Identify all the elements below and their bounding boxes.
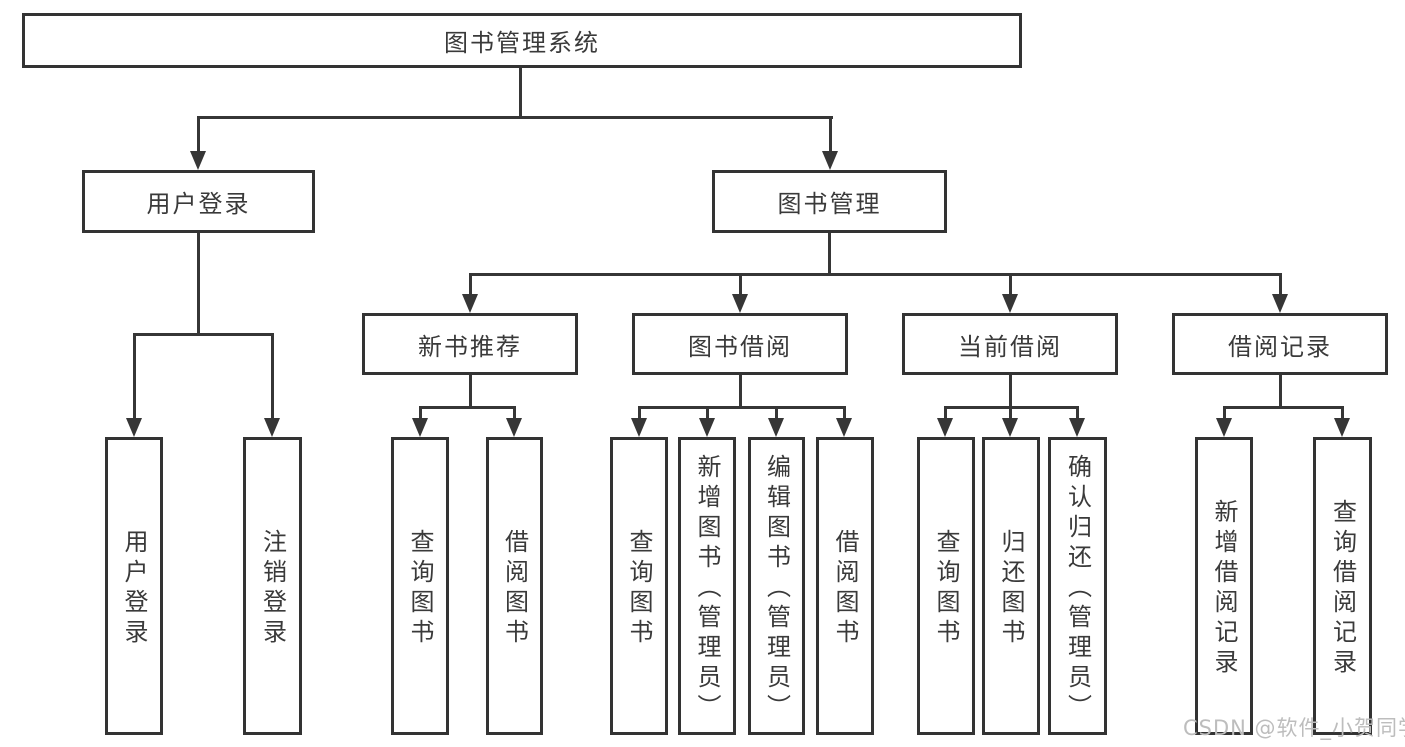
connector-arrowhead	[412, 418, 428, 437]
connector-line	[469, 273, 1282, 276]
connector-arrowhead	[768, 418, 784, 437]
leaf-user-login: 用户登录	[105, 437, 163, 735]
leaf-borrow-books-2: 借阅图书	[816, 437, 874, 735]
connector-line	[739, 375, 742, 406]
connector-arrowhead	[1069, 418, 1085, 437]
connector-arrowhead	[836, 418, 852, 437]
connector-arrowhead	[1334, 418, 1350, 437]
connector-line	[843, 409, 846, 424]
node-current-borrowing: 当前借阅	[902, 313, 1118, 375]
connector-line	[469, 276, 472, 300]
connector-line	[1076, 409, 1079, 424]
connector-line	[1223, 409, 1226, 424]
node-borrowing-records: 借阅记录	[1172, 313, 1388, 375]
node-root: 图书管理系统	[22, 13, 1022, 68]
leaf-add-borrow-record: 新增借阅记录	[1195, 437, 1253, 735]
leaf-query-borrow-record: 查询借阅记录	[1313, 437, 1372, 735]
connector-arrowhead	[1216, 418, 1232, 437]
connector-arrowhead	[190, 151, 206, 170]
connector-line	[419, 406, 516, 409]
connector-arrowhead	[631, 418, 647, 437]
connector-arrowhead	[264, 418, 280, 437]
node-book-borrowing: 图书借阅	[632, 313, 848, 375]
connector-line	[1009, 276, 1012, 300]
connector-line	[197, 233, 200, 333]
connector-line	[271, 336, 274, 424]
leaf-return-books: 归还图书	[982, 437, 1040, 735]
connector-arrowhead	[506, 418, 522, 437]
connector-line	[775, 409, 778, 424]
connector-line	[1223, 406, 1344, 409]
connector-line	[944, 406, 1079, 409]
leaf-query-books-3: 查询图书	[917, 437, 975, 735]
leaf-query-books-1: 查询图书	[391, 437, 449, 735]
connector-line	[944, 409, 947, 424]
connector-line	[469, 375, 472, 406]
connector-arrowhead	[937, 418, 953, 437]
connector-line	[197, 119, 200, 155]
connector-line	[133, 333, 274, 336]
connector-line	[197, 116, 833, 119]
connector-line	[419, 409, 422, 424]
connector-line	[638, 409, 641, 424]
node-book-management: 图书管理	[712, 170, 947, 233]
connector-line	[638, 406, 846, 409]
leaf-logout: 注销登录	[243, 437, 302, 735]
connector-arrowhead	[699, 418, 715, 437]
connector-line	[739, 276, 742, 300]
connector-arrowhead	[1002, 294, 1018, 313]
connector-line	[1279, 375, 1282, 406]
connector-arrowhead	[1002, 418, 1018, 437]
connector-arrowhead	[126, 418, 142, 437]
leaf-query-books-2: 查询图书	[610, 437, 668, 735]
connector-line	[133, 336, 136, 424]
connector-arrowhead	[462, 294, 478, 313]
connector-arrowhead	[822, 151, 838, 170]
connector-arrowhead	[1272, 294, 1288, 313]
leaf-confirm-return-admin: 确认归还（管理员）	[1048, 437, 1107, 735]
node-user-login: 用户登录	[82, 170, 315, 233]
connector-line	[519, 66, 522, 118]
connector-line	[1009, 409, 1012, 424]
csdn-watermark: CSDN @软件_小贺同学	[1183, 716, 1405, 740]
connector-line	[706, 409, 709, 424]
node-new-book-recommend: 新书推荐	[362, 313, 578, 375]
connector-line	[828, 233, 831, 273]
connector-line	[1279, 276, 1282, 300]
leaf-borrow-books-1: 借阅图书	[486, 437, 543, 735]
connector-line	[1009, 375, 1012, 406]
connector-line	[1341, 409, 1344, 424]
connector-arrowhead	[732, 294, 748, 313]
leaf-edit-books-admin: 编辑图书（管理员）	[748, 437, 805, 735]
connector-line	[513, 409, 516, 424]
leaf-add-books-admin: 新增图书（管理员）	[678, 437, 736, 735]
connector-line	[829, 119, 832, 155]
